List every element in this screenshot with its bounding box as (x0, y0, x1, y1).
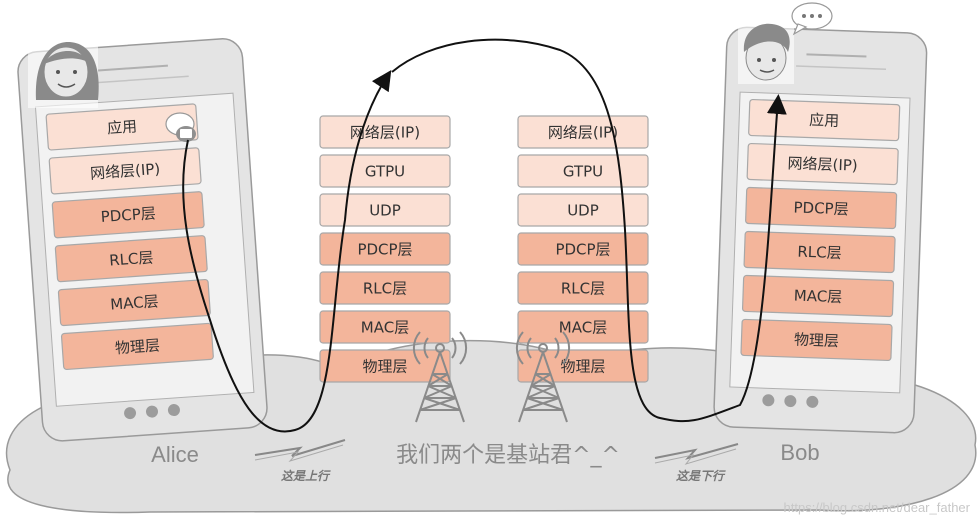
downlink-lightning-icon (654, 443, 739, 465)
bob-layer-label: PDCP层 (793, 198, 849, 218)
alice-layer-label: MAC层 (110, 292, 160, 313)
bs-left-layer-label: GTPU (365, 162, 405, 180)
alice-layer-box (54, 235, 208, 283)
bob-avatar (738, 22, 794, 84)
bs-left-layer-box (319, 232, 451, 266)
base-station-caption: 我们两个是基站君^_^ (396, 443, 620, 468)
data-path-arrow (391, 38, 787, 423)
watermark: https://blog.csdn.net/dear_father (783, 500, 970, 515)
bs-right-layer-box (517, 193, 649, 227)
cell-tower-icon (515, 331, 571, 423)
chat-bubble-icon (165, 112, 196, 142)
bs-left-layer-box (319, 115, 451, 149)
bs-left-layer-label: 网络层(IP) (350, 123, 420, 141)
uplink-label: 这是上行 (281, 469, 331, 483)
alice-layer-box (57, 278, 211, 327)
bs-left-layer-box (319, 271, 451, 305)
downlink-label: 这是下行 (676, 469, 726, 483)
bob-layer-label: 物理层 (794, 331, 840, 351)
cell-tower-icon (412, 331, 468, 423)
speech-bubble-icon (791, 2, 833, 36)
data-path-arrow (182, 69, 392, 433)
alice-layer-label: PDCP层 (100, 204, 156, 226)
bob-name: Bob (780, 440, 819, 465)
alice-layer-label: 网络层(IP) (90, 160, 161, 183)
alice-layer-label: 应用 (107, 117, 138, 137)
alice-layer-box (51, 191, 205, 239)
bs-right-layer-label: MAC层 (559, 318, 607, 336)
bob-layer-label: 应用 (809, 111, 840, 130)
bs-right-layer-label: 物理层 (560, 357, 605, 375)
bob-layer-label: MAC层 (794, 287, 843, 307)
bs-left-layer-label: 物理层 (362, 357, 407, 375)
bob-layer-box (741, 274, 895, 318)
alice-layer-box (60, 322, 214, 371)
bs-right-layer-box (517, 271, 649, 305)
bob-layer-box (743, 230, 896, 274)
bs-right-layer-label: UDP (567, 201, 599, 219)
bs-left-layer-label: PDCP层 (357, 240, 412, 258)
bob-layer-label: RLC层 (797, 243, 842, 263)
bs-left-layer-label: RLC层 (363, 279, 407, 297)
bs-right-layer-label: GTPU (563, 162, 603, 180)
alice-layer-label: RLC层 (109, 249, 154, 270)
bs-left-layer-label: UDP (369, 201, 401, 219)
alice-name: Alice (151, 442, 199, 467)
bs-right-layer-box (517, 232, 649, 266)
bs-left-layer-box (319, 349, 451, 383)
bob-layer-box (746, 142, 899, 186)
bob-layer-label: 网络层(IP) (787, 154, 858, 174)
alice-layer-box (48, 147, 202, 195)
bob-layer-box (740, 318, 893, 362)
bob-layer-box (745, 186, 898, 230)
alice-layer-label: 物理层 (114, 336, 160, 357)
bs-right-layer-box (517, 310, 649, 344)
alice-layer-box (45, 103, 199, 151)
bs-left-layer-label: MAC层 (361, 318, 409, 336)
uplink-lightning-icon (254, 439, 346, 462)
bs-right-layer-label: PDCP层 (555, 240, 610, 258)
bs-right-layer-label: 网络层(IP) (548, 123, 618, 141)
bs-right-layer-box (517, 154, 649, 188)
bs-right-layer-label: RLC层 (561, 279, 605, 297)
alice-avatar (28, 38, 99, 108)
bs-left-layer-box (319, 193, 451, 227)
